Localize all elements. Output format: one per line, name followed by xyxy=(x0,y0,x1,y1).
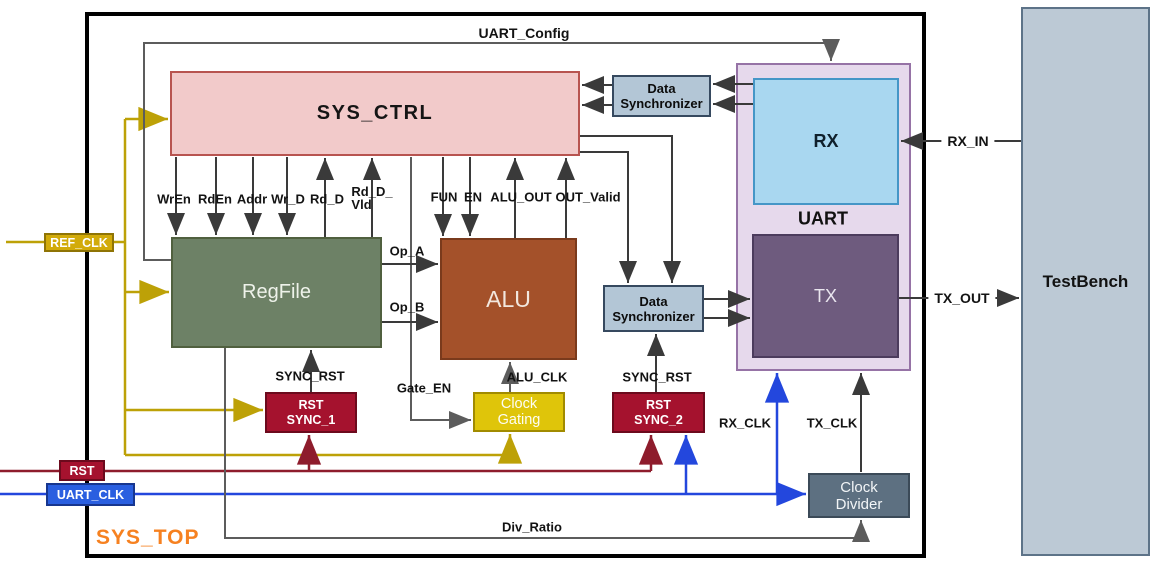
wren-label: WrEn xyxy=(157,191,191,207)
wire-gate-en xyxy=(410,157,471,429)
wire-sys-ctrl-to-sync2-a xyxy=(580,135,681,283)
uart-clk-badge: UART_CLK xyxy=(46,483,135,506)
tx-label: TX xyxy=(813,285,837,306)
sys-top-title: SYS_TOP xyxy=(96,526,200,549)
sys-ctrl-block: SYS_CTRL xyxy=(170,71,580,156)
clock-divider-block: Clock Divider xyxy=(808,473,910,518)
wire-uart-config xyxy=(143,39,840,261)
uart-label: UART xyxy=(798,208,848,229)
rd-d-label: Rd_D xyxy=(310,191,344,207)
testbench-label: TestBench xyxy=(1042,271,1129,291)
rst-sync-1-line1: RST xyxy=(298,397,324,412)
rx-clk-label: RX_CLK xyxy=(718,415,772,431)
uart-config-label: UART_Config xyxy=(478,25,570,41)
op-b-label: Op_B xyxy=(389,299,425,315)
wire-sys-ctrl-to-sync2-b xyxy=(580,151,637,283)
rst-sync-1-line2: SYNC_1 xyxy=(286,412,336,427)
rst-sync-1-block: RST SYNC_1 xyxy=(265,392,357,433)
sys-top-border xyxy=(85,12,926,558)
rden-label: RdEn xyxy=(198,191,232,207)
data-synchronizer-1-line2: Synchronizer xyxy=(620,96,703,111)
rx-in-label: RX_IN xyxy=(941,133,995,149)
tx-clk-label: TX_CLK xyxy=(806,415,858,431)
regfile-block: RegFile xyxy=(171,237,382,348)
addr-label: Addr xyxy=(236,191,268,207)
fun-label: FUN xyxy=(430,189,458,205)
rd-d-vld-label: Rd_D_ Vld xyxy=(351,185,392,211)
alu-clk-label: ALU_CLK xyxy=(506,369,568,385)
ref-clk-badge: REF_CLK xyxy=(44,233,114,252)
data-synchronizer-1-line1: Data xyxy=(647,81,676,96)
clock-divider-line1: Clock xyxy=(840,478,878,496)
clock-gating-line1: Clock xyxy=(500,396,538,412)
tx-out-label: TX_OUT xyxy=(928,290,996,306)
wr-d-label: Wr_D xyxy=(271,191,305,207)
div-ratio-label: Div_Ratio xyxy=(502,519,562,535)
testbench-block: TestBench xyxy=(1021,7,1150,556)
tx-block: TX xyxy=(752,234,899,358)
sync-rst-1-label: SYNC_RST xyxy=(275,368,345,384)
rst-sync-2-block: RST SYNC_2 xyxy=(612,392,705,433)
alu-out-label: ALU_OUT xyxy=(490,189,552,205)
sys-ctrl-label: SYS_CTRL xyxy=(316,102,434,124)
gate-en-label: Gate_EN xyxy=(396,380,452,396)
wire-div-ratio xyxy=(224,348,870,542)
op-a-label: Op_A xyxy=(389,243,425,259)
wire-ref-clk-to-clock-gating xyxy=(125,434,523,464)
rst-sync-2-line1: RST xyxy=(646,397,671,412)
sync-rst-2-label: SYNC_RST xyxy=(622,369,692,385)
alu-block: ALU xyxy=(440,238,577,360)
regfile-label: RegFile xyxy=(242,281,311,303)
clock-divider-line2: Divider xyxy=(835,495,883,513)
rd-d-vld-label-line1: Rd_D_ xyxy=(351,184,393,199)
rst-badge: RST xyxy=(59,460,105,481)
en-label: EN xyxy=(463,189,483,205)
data-synchronizer-1-block: Data Synchronizer xyxy=(612,75,711,117)
rx-block: RX xyxy=(753,78,899,205)
data-synchronizer-2-line2: Synchronizer xyxy=(612,308,695,324)
rx-label: RX xyxy=(813,131,839,151)
clock-gating-line2: Gating xyxy=(497,412,541,428)
alu-label: ALU xyxy=(486,285,531,312)
rst-sync-2-line2: SYNC_2 xyxy=(634,412,683,427)
rd-d-vld-label-line2: Vld xyxy=(351,197,372,212)
data-synchronizer-2-line1: Data xyxy=(639,293,668,309)
clock-gating-block: Clock Gating xyxy=(473,392,565,432)
data-synchronizer-2-block: Data Synchronizer xyxy=(603,285,704,332)
out-valid-label: OUT_Valid xyxy=(555,189,621,205)
